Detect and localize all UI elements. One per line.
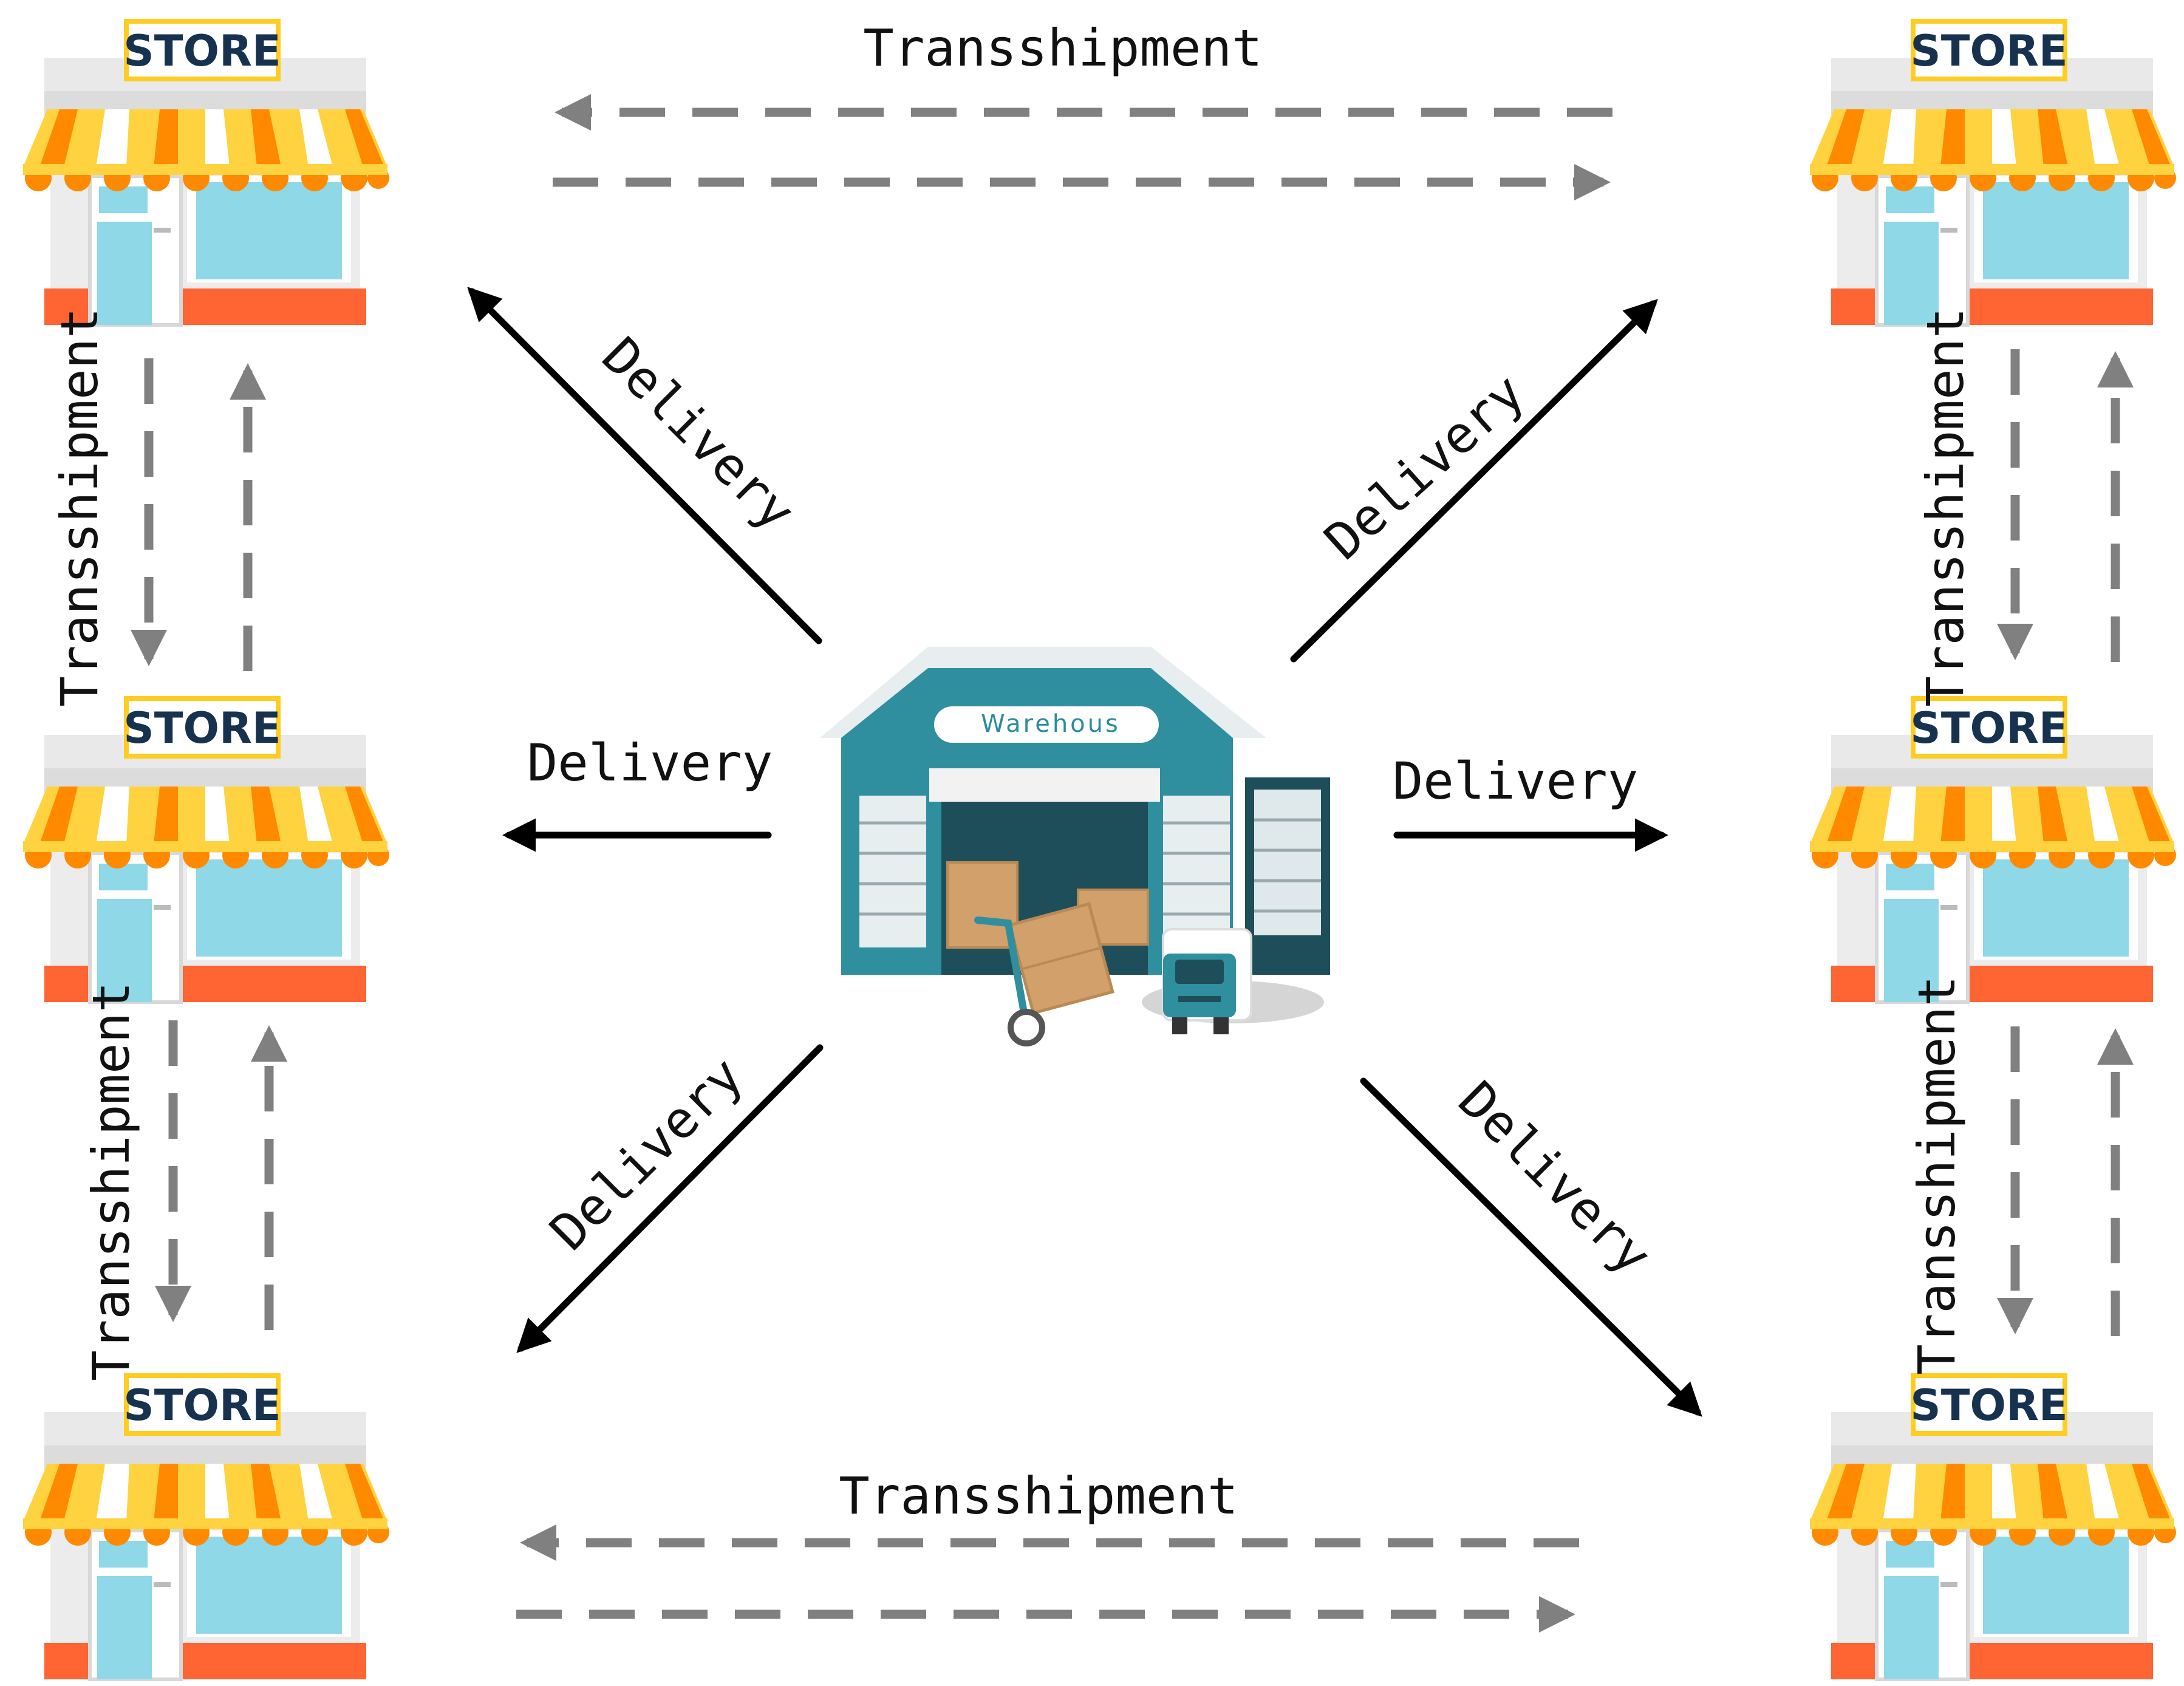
transshipment-label-left-lower: Transshipment — [81, 981, 141, 1381]
transshipment-label-bottom: Transshipment — [839, 1466, 1238, 1526]
delivery-label-middle-right: Delivery — [1393, 751, 1639, 811]
store-icon-bottom-right: STORE — [1810, 1376, 2176, 1679]
store-sign: STORE — [123, 1381, 281, 1430]
store-sign: STORE — [1910, 703, 2067, 753]
delivery-label-top-right: Delivery — [1313, 363, 1535, 572]
truck-icon — [1142, 928, 1324, 1034]
store-icon-top-left: STORE — [23, 21, 389, 325]
delivery-arrow-bottom-right — [1360, 1077, 1702, 1417]
store-icon-middle-right: STORE — [1810, 698, 2176, 1002]
delivery-arrow-top-left — [467, 287, 822, 644]
delivery-label-top-left: Delivery — [591, 326, 807, 542]
transshipment-label-left-upper: Transshipment — [50, 307, 109, 706]
transshipment-label-right-lower: Transshipment — [1907, 975, 1967, 1374]
delivery-label-bottom-left: Delivery — [539, 1046, 754, 1261]
store-icon-middle-left: STORE — [23, 698, 389, 1002]
store-sign: STORE — [1910, 26, 2067, 76]
delivery-label-middle-left: Delivery — [527, 733, 773, 793]
delivery-label-bottom-right: Delivery — [1447, 1070, 1663, 1286]
transshipment-label-right-upper: Transshipment — [1916, 307, 1975, 706]
store-sign: STORE — [123, 26, 281, 76]
transshipment-label-top: Transshipment — [863, 18, 1262, 78]
store-sign: STORE — [123, 703, 281, 753]
warehouse-sign: Warehous — [981, 710, 1121, 738]
hand-truck-icon — [974, 902, 1114, 1046]
store-icon-top-right: STORE — [1810, 21, 2176, 325]
store-icon-bottom-left: STORE — [23, 1376, 389, 1679]
delivery-arrow-bottom-left — [516, 1044, 824, 1353]
store-sign: STORE — [1910, 1381, 2067, 1430]
delivery-arrow-top-right — [1290, 299, 1658, 663]
